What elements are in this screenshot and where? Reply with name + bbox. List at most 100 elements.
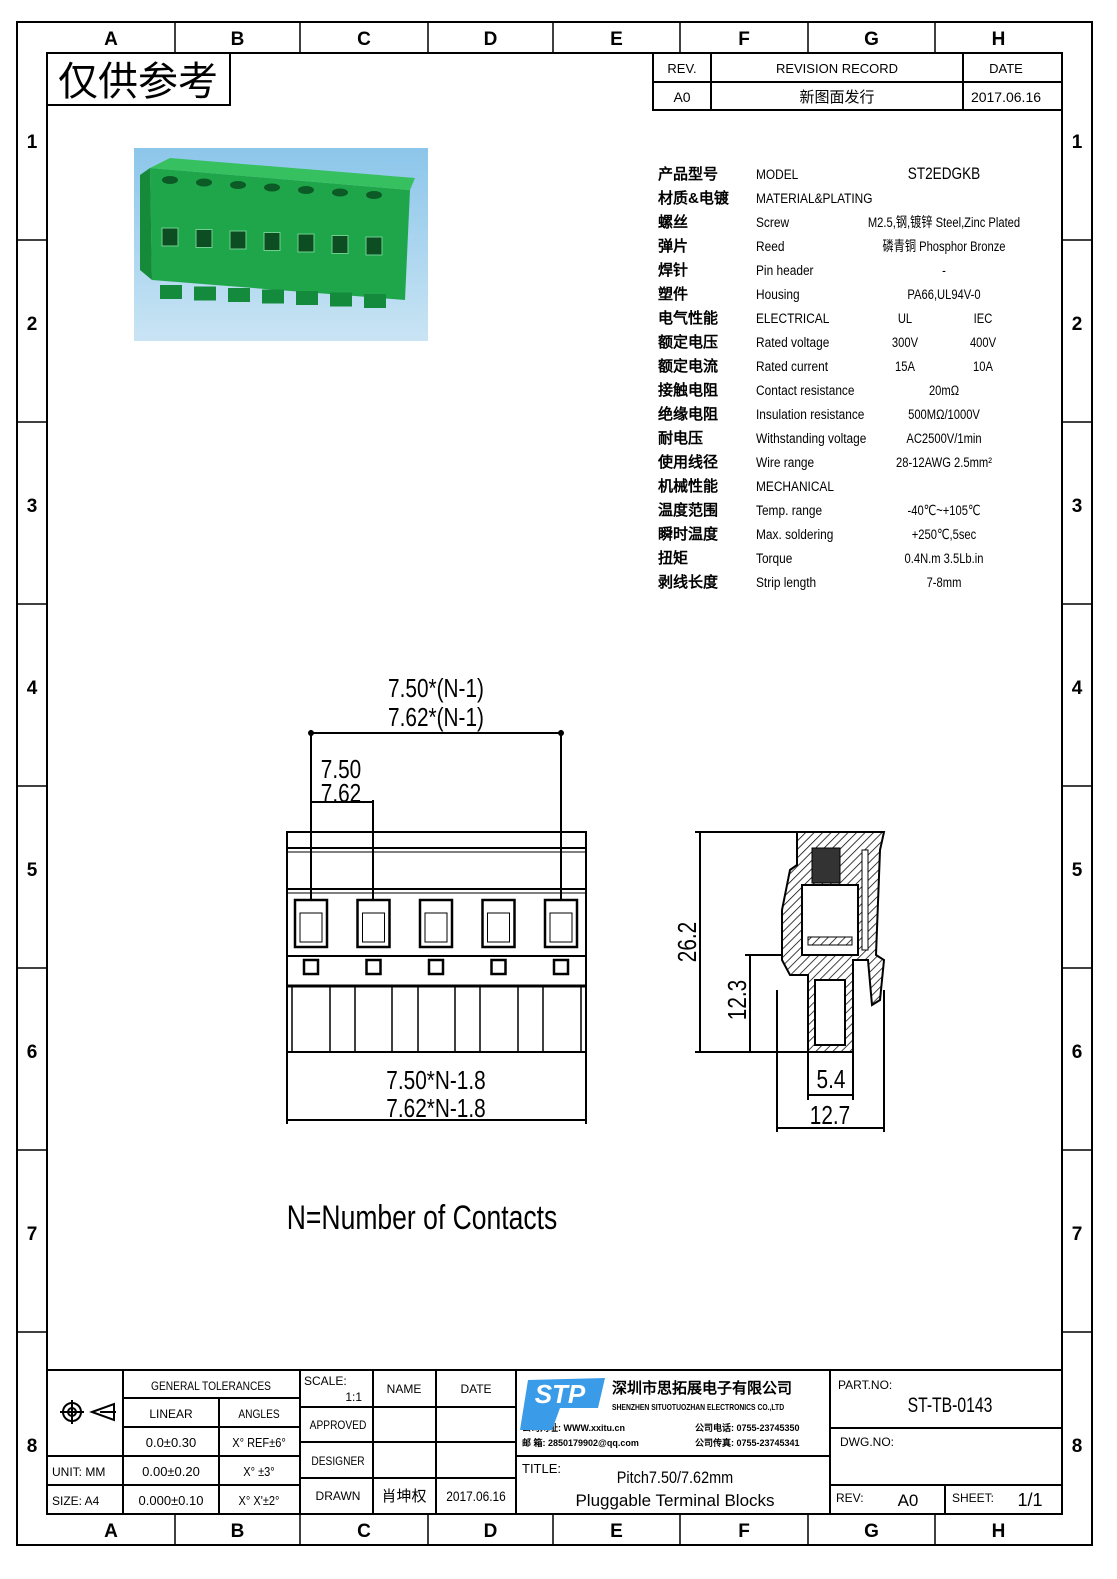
spec-value: AC2500V/1min — [906, 431, 981, 446]
column-label: E — [610, 29, 623, 50]
linear-tolerance: 0.00±0.20 — [142, 1464, 200, 1479]
drawing-title-line2: Pluggable Terminal Blocks — [575, 1491, 774, 1510]
dim-overall-pitch-762: 7.62*(N-1) — [388, 703, 484, 732]
spec-label-cn: 额定电压 — [658, 333, 718, 351]
drawing-title-line1: Pitch7.50/7.62mm — [617, 1469, 733, 1487]
wire-entry — [297, 233, 315, 253]
wire-entry — [229, 230, 247, 250]
revision-record-header: REVISION RECORD — [776, 61, 898, 76]
row-label: 2 — [27, 314, 38, 335]
company-name-cn: 深圳市思拓展电子有限公司 — [612, 1379, 792, 1397]
column-label: F — [738, 1521, 750, 1542]
part-number: ST-TB-0143 — [908, 1393, 993, 1417]
row-label: 3 — [1072, 496, 1083, 517]
spec-label-en: Max. soldering — [756, 526, 833, 542]
spec-value: 磷青铜 Phosphor Bronze — [882, 239, 1005, 254]
sheet-label: SHEET: — [952, 1491, 994, 1505]
spec-label-en: Pin header — [756, 262, 814, 278]
row-label: 3 — [27, 496, 38, 517]
row-label: 4 — [1072, 678, 1083, 699]
column-label: E — [610, 1521, 623, 1542]
spec-value-iec: IEC — [974, 311, 993, 326]
spec-label-en: Wire range — [756, 454, 814, 470]
dim-pin-width: 5.4 — [817, 1065, 846, 1094]
row-label: 2 — [1072, 314, 1083, 335]
spec-value: 0.4N.m 3.5Lb.in — [905, 551, 984, 566]
spec-value: 20mΩ — [929, 383, 959, 398]
spec-value: 7-8mm — [927, 575, 962, 590]
logo-text: STP — [535, 1379, 586, 1409]
spec-label-cn: 耐电压 — [658, 429, 703, 447]
angle-tolerance: X° REF±6° — [232, 1435, 286, 1450]
wire-entry — [195, 229, 213, 248]
linear-label: LINEAR — [149, 1407, 193, 1421]
dim-overall-pitch-750: 7.50*(N-1) — [388, 674, 484, 703]
spec-label-en: Rated current — [756, 358, 828, 374]
spec-label-en: Temp. range — [756, 502, 822, 518]
column-label: D — [484, 29, 498, 50]
spec-label-cn: 塑件 — [658, 285, 688, 303]
spec-label-cn: 扭矩 — [658, 549, 688, 567]
spec-label-en: MODEL — [756, 166, 798, 182]
spec-label-en: Insulation resistance — [756, 406, 864, 422]
test-port — [302, 958, 320, 976]
reference-only-stamp: 仅供参考 — [46, 52, 231, 106]
linear-tolerance: 0.000±0.10 — [139, 1493, 204, 1508]
dim-length-750: 7.50*N-1.8 — [386, 1066, 485, 1095]
part-no-label: PART.NO: — [838, 1378, 892, 1392]
row-label: 6 — [1072, 1042, 1083, 1063]
spec-value: -40℃~+105℃ — [908, 503, 981, 518]
column-label: A — [104, 1521, 118, 1542]
spec-label-cn: 产品型号 — [658, 165, 718, 183]
unit-label: UNIT: MM — [52, 1465, 105, 1479]
test-port — [490, 958, 507, 976]
row-label: 4 — [27, 678, 38, 699]
row-label: 8 — [27, 1436, 38, 1457]
angles-label: ANGLES — [238, 1408, 279, 1421]
company-email: 邮 箱: 2850179902@qq.com — [522, 1437, 639, 1448]
company-logo: STP — [520, 1378, 605, 1430]
side-view: 26.2 12.3 5.4 12.7 — [673, 831, 886, 1132]
sheet-value: 1/1 — [1017, 1490, 1042, 1510]
row-label: 1 — [1072, 132, 1083, 153]
spec-label-en: MATERIAL&PLATING — [756, 190, 873, 206]
spec-value-iec: 400V — [970, 335, 997, 350]
spec-value-ul: UL — [898, 311, 912, 326]
size-label: SIZE: A4 — [52, 1494, 100, 1508]
spec-label-en: Reed — [756, 238, 784, 254]
dim-depth: 12.7 — [810, 1101, 850, 1130]
spec-label-cn: 机械性能 — [658, 477, 718, 495]
column-label: H — [992, 29, 1006, 50]
spec-value: ST2EDGKB — [908, 165, 980, 184]
spec-label-cn: 弹片 — [658, 237, 688, 255]
spec-label-cn: 温度范围 — [658, 501, 718, 519]
scale-label: SCALE: — [304, 1374, 347, 1388]
spec-label-cn: 焊针 — [658, 261, 688, 279]
revision-date: 2017.06.16 — [971, 89, 1041, 105]
rev-label: REV: — [836, 1491, 864, 1505]
column-label: C — [357, 29, 371, 50]
spec-label-cn: 电气性能 — [658, 309, 718, 327]
spec-label-cn: 绝缘电阻 — [658, 405, 718, 423]
wire-entry — [365, 236, 383, 256]
contacts-note: N=Number of Contacts — [287, 1199, 557, 1237]
drawn-date: 2017.06.16 — [446, 1488, 506, 1504]
revision-description: 新图面发行 — [799, 89, 874, 106]
column-label: G — [864, 1521, 879, 1542]
projection-symbol-icon — [60, 1400, 116, 1424]
spec-row: 弹片 Reed 磷青铜 Phosphor Bronze — [658, 237, 1006, 255]
wire-entry — [263, 232, 281, 251]
spec-value: +250℃,5sec — [912, 527, 976, 542]
dim-height: 26.2 — [673, 922, 702, 962]
spec-label-cn: 剥线长度 — [658, 573, 719, 591]
